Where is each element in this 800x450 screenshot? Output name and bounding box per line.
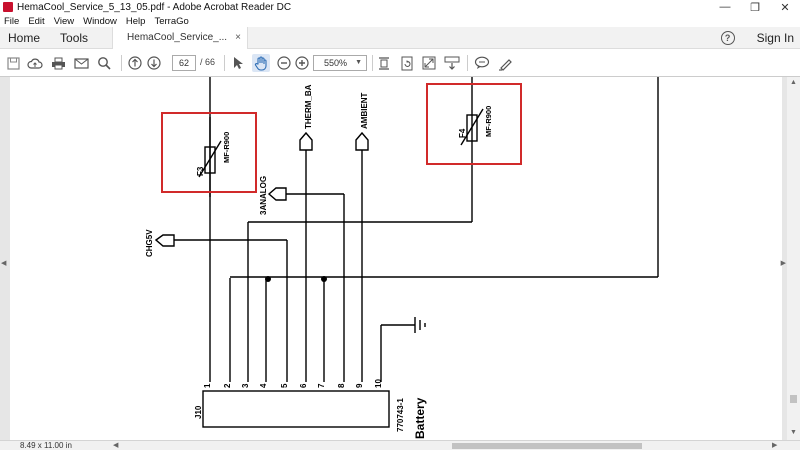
next-page-icon[interactable] <box>145 54 163 72</box>
read-mode-icon[interactable] <box>443 54 461 72</box>
menu-help[interactable]: Help <box>125 15 146 27</box>
pin-number: 7 <box>317 383 326 388</box>
cloud-upload-icon[interactable] <box>26 54 44 72</box>
page-size-label: 8.49 x 11.00 in <box>20 441 72 450</box>
close-window-button[interactable]: ✕ <box>780 1 790 14</box>
connector-label: J10 <box>194 405 203 419</box>
scrolling-mode-icon[interactable] <box>375 54 393 72</box>
menu-window[interactable]: Window <box>83 15 117 27</box>
document-viewport[interactable]: ◀ <box>0 77 800 440</box>
sign-in-link[interactable]: Sign In <box>756 31 794 45</box>
scroll-right-icon[interactable]: ▶ <box>772 442 778 449</box>
f3-label: F3 <box>196 166 205 176</box>
chg5v-label: CHG5V <box>145 229 154 257</box>
zoom-out-icon[interactable] <box>275 54 293 72</box>
page-number-input[interactable]: 62 <box>172 55 196 71</box>
acrobat-app-icon <box>3 2 13 12</box>
print-icon[interactable] <box>49 54 67 72</box>
save-icon[interactable] <box>4 54 22 72</box>
tab-home[interactable]: Home <box>8 30 41 45</box>
f4-label: F4 <box>458 128 467 138</box>
search-icon[interactable] <box>95 54 113 72</box>
analog-label: 3ANALOG <box>259 176 268 215</box>
window-title: HemaCool_Service_5_13_05.pdf - Adobe Acr… <box>17 1 292 13</box>
pdf-page: THERM_BA AMBIENT 3ANALOG CHG5V F3 MF-R90… <box>10 77 782 440</box>
part-number-label: 770743-1 <box>396 398 405 432</box>
fit-page-icon[interactable] <box>420 54 438 72</box>
hand-tool-icon[interactable] <box>252 54 270 72</box>
zoom-in-icon[interactable] <box>293 54 311 72</box>
menu-bar: File Edit View Window Help TerraGo <box>0 14 800 28</box>
pin-number: 2 <box>223 383 232 388</box>
schematic-drawing: THERM_BA AMBIENT 3ANALOG CHG5V F3 MF-R90… <box>145 77 659 439</box>
select-cursor-icon[interactable] <box>229 54 247 72</box>
pin-number: 1 <box>203 383 212 388</box>
vertical-scroll-thumb[interactable] <box>790 395 797 403</box>
restore-button[interactable]: ❐ <box>750 1 760 14</box>
rotate-icon[interactable] <box>398 54 416 72</box>
battery-label: Battery <box>413 397 427 439</box>
comment-icon[interactable] <box>473 54 491 72</box>
email-icon[interactable] <box>72 54 90 72</box>
pin-number: 3 <box>241 383 250 388</box>
pin-number: 10 <box>374 379 383 388</box>
minimize-button[interactable]: — <box>719 1 731 13</box>
toolbar: 62 / 66 550% ▼ <box>0 49 800 77</box>
scroll-left-icon[interactable]: ◀ <box>113 442 119 449</box>
scroll-up-icon[interactable]: ▲ <box>790 79 797 86</box>
menu-file[interactable]: File <box>4 15 20 27</box>
pin-number: 8 <box>337 383 346 388</box>
menu-edit[interactable]: Edit <box>28 15 45 27</box>
right-panel-toggle-icon[interactable]: ▶ <box>780 260 786 267</box>
tab-bar: Home Tools HemaCool_Service_... × ? Sign… <box>0 26 800 49</box>
tab-document[interactable]: HemaCool_Service_... × <box>112 26 248 49</box>
zoom-value: 550% <box>324 58 348 68</box>
page-total: / 66 <box>200 57 216 67</box>
prev-page-icon[interactable] <box>126 54 144 72</box>
menu-terrago[interactable]: TerraGo <box>154 15 189 27</box>
vertical-scrollbar[interactable]: ▲ ▼ <box>787 77 800 440</box>
therm-ba-label: THERM_BA <box>304 84 313 129</box>
pin-number: 6 <box>299 383 308 388</box>
tab-tools[interactable]: Tools <box>60 30 89 45</box>
scroll-down-icon[interactable]: ▼ <box>790 429 797 436</box>
document-tab-label: HemaCool_Service_... <box>127 32 228 43</box>
highlight-icon[interactable] <box>496 54 514 72</box>
f3-part-label: MF-R900 <box>222 132 231 163</box>
close-tab-icon[interactable]: × <box>235 32 241 43</box>
ambient-label: AMBIENT <box>360 92 369 129</box>
f4-part-label: MF-R900 <box>484 106 493 137</box>
help-icon[interactable]: ? <box>720 31 735 45</box>
left-panel-toggle-icon[interactable]: ◀ <box>1 260 7 267</box>
title-bar: HemaCool_Service_5_13_05.pdf - Adobe Acr… <box>0 0 800 14</box>
pin-number: 9 <box>355 383 364 388</box>
chevron-down-icon: ▼ <box>355 59 362 66</box>
horizontal-scroll-thumb[interactable] <box>452 443 642 449</box>
pin-number: 5 <box>280 383 289 388</box>
status-bar: 8.49 x 11.00 in ◀ ▶ <box>0 440 800 450</box>
menu-view[interactable]: View <box>53 15 75 27</box>
pin-number: 4 <box>259 383 268 388</box>
zoom-select[interactable]: 550% ▼ <box>313 55 367 71</box>
